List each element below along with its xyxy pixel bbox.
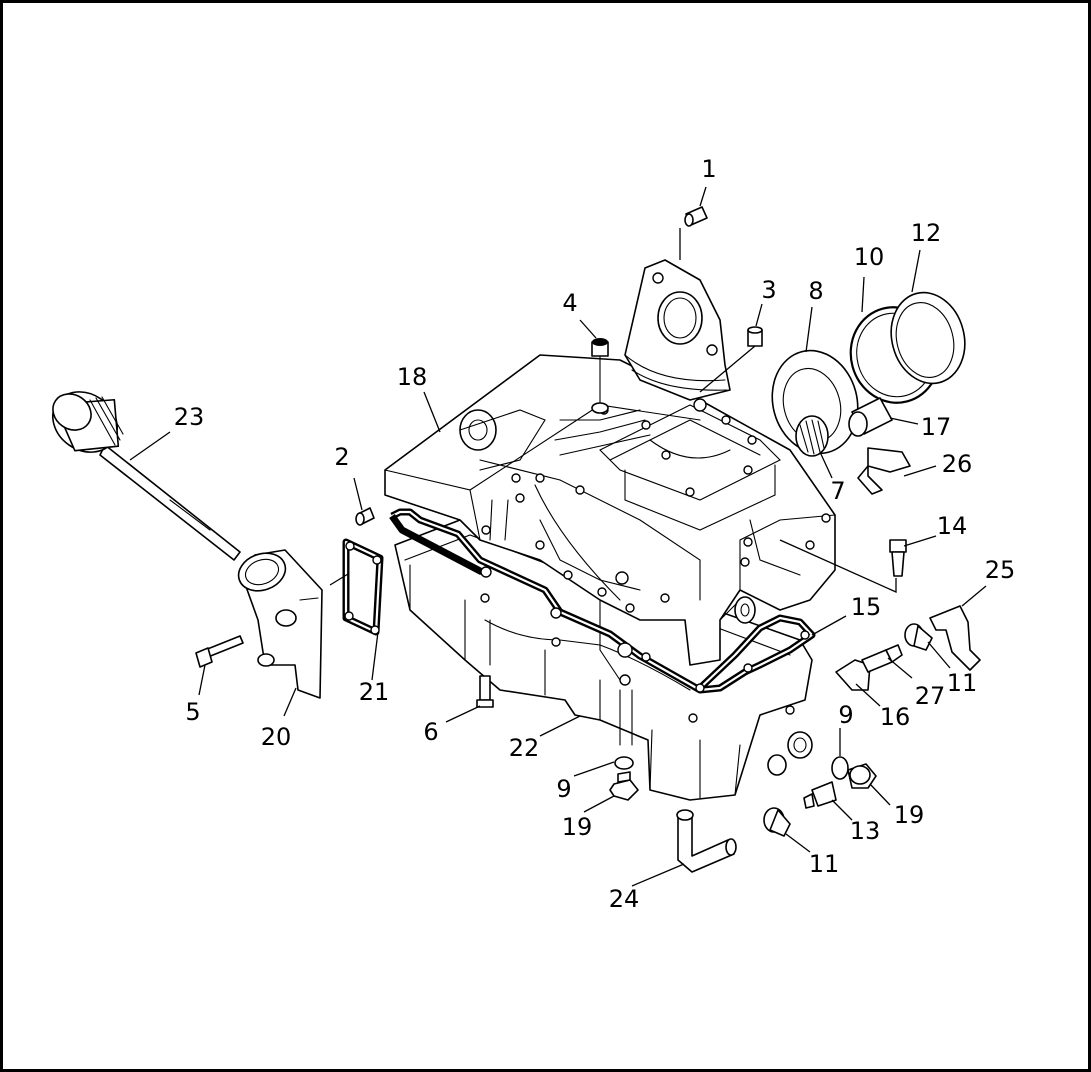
callout-18: 18 — [397, 363, 428, 391]
callout-labels: 1 2 3 4 5 6 7 8 9 9 10 11 11 12 13 14 15… — [174, 155, 1016, 913]
washer-9-left — [614, 756, 634, 770]
callout-3: 3 — [761, 276, 776, 304]
transmission-housing — [384, 354, 836, 681]
screw-6 — [476, 675, 494, 708]
callout-12: 12 — [911, 219, 942, 247]
dowel-pin-1 — [684, 206, 708, 227]
plug-4 — [591, 338, 609, 414]
drain-plug-19-left — [609, 771, 639, 801]
callout-26: 26 — [942, 450, 973, 478]
callout-16: 16 — [880, 703, 911, 731]
fitting-13 — [803, 781, 837, 809]
fitting-14 — [889, 539, 907, 577]
callout-15: 15 — [851, 593, 882, 621]
leader-lines — [129, 186, 987, 887]
callout-6: 6 — [423, 718, 438, 746]
screw-5 — [195, 635, 244, 668]
callout-21: 21 — [359, 678, 390, 706]
washer-9-right — [831, 756, 849, 780]
dipstick — [52, 391, 241, 561]
callout-9-right: 9 — [838, 701, 853, 729]
callout-23: 23 — [174, 403, 205, 431]
dowel-pin-3 — [747, 326, 763, 347]
callout-8: 8 — [808, 277, 823, 305]
callout-19-left: 19 — [562, 813, 593, 841]
callout-14: 14 — [937, 512, 968, 540]
callout-11-lower: 11 — [809, 850, 840, 878]
clamp-11-upper — [904, 623, 933, 651]
callout-27: 27 — [915, 682, 946, 710]
callout-22: 22 — [509, 734, 540, 762]
hose-25 — [929, 605, 981, 671]
callout-7: 7 — [830, 477, 845, 505]
callout-10: 10 — [854, 243, 885, 271]
drain-plug-19-right — [847, 763, 877, 789]
hose-24 — [677, 814, 735, 873]
elbow-fitting-16 — [835, 659, 871, 691]
callout-1: 1 — [701, 155, 716, 183]
dowel-pin-2 — [355, 507, 375, 526]
callout-19-right: 19 — [894, 801, 925, 829]
dipstick-tube — [237, 549, 323, 699]
callout-25: 25 — [985, 556, 1016, 584]
oil-seal-12 — [890, 291, 966, 385]
callout-11-upper: 11 — [947, 669, 978, 697]
callout-2: 2 — [334, 443, 349, 471]
callout-4: 4 — [562, 289, 577, 317]
callout-9-left: 9 — [556, 775, 571, 803]
callout-5: 5 — [185, 698, 200, 726]
callout-20: 20 — [261, 723, 292, 751]
clamp-11-lower — [763, 807, 791, 837]
hose-26 — [857, 447, 911, 495]
mounting-bracket — [624, 259, 731, 401]
fitting-27 — [861, 644, 903, 673]
callout-13: 13 — [850, 817, 881, 845]
bearing-8 — [771, 349, 859, 457]
bushing-17 — [848, 397, 893, 437]
callout-17: 17 — [921, 413, 952, 441]
callout-24: 24 — [609, 885, 640, 913]
oil-line-gasket — [342, 538, 384, 636]
